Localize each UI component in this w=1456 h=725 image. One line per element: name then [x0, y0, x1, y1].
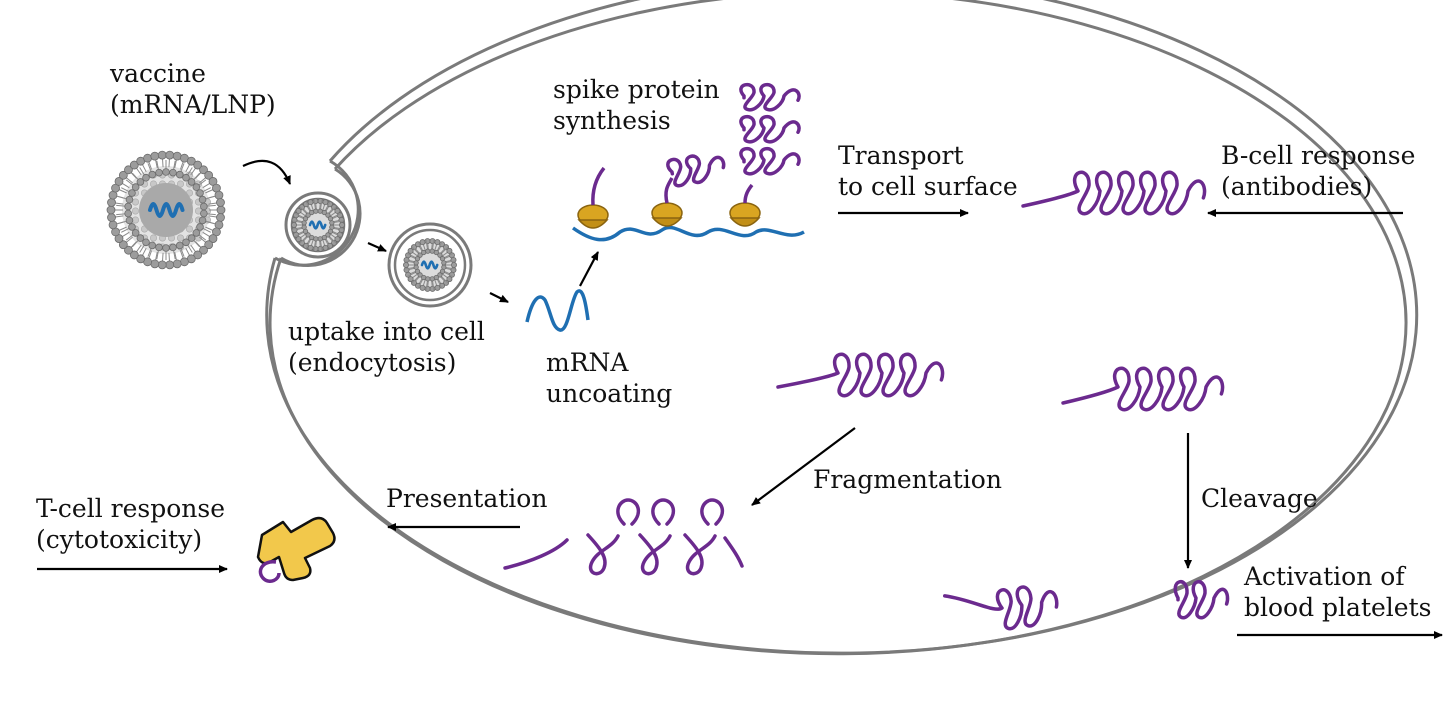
endosome-icon [284, 191, 352, 259]
membrane-spike-protein-icon [943, 585, 1059, 631]
spike-protein-icon [1061, 366, 1225, 412]
label-activation: Activation of blood platelets [1244, 562, 1432, 622]
arrow-endosome-release [489, 292, 509, 303]
polysome-mrna-strand [571, 225, 805, 242]
label-presentation: Presentation [386, 484, 548, 513]
mhc-receptor-icon [256, 516, 336, 583]
nascent-peptide-icon [664, 154, 726, 204]
label-fragmentation: Fragmentation [813, 465, 1002, 494]
endocytosis-pocket [274, 159, 362, 268]
ribosome-icon [651, 202, 683, 227]
ribosome-icon [577, 204, 609, 229]
label-vaccine: vaccine (mRNA/LNP) [110, 59, 276, 119]
ribosome-icon [729, 202, 761, 227]
spike-protein-icon [776, 352, 945, 398]
arrow-lnp-to-cell [242, 159, 292, 185]
label-mrna-uncoating: mRNA uncoating [546, 348, 673, 408]
endosome-icon [387, 222, 473, 308]
cleaved-spike-protein-icon [1173, 580, 1230, 620]
spike-fragments-icon [503, 498, 744, 576]
arrow-fragmentation [751, 427, 856, 506]
label-spike-synthesis: spike protein synthesis [553, 75, 720, 135]
arrow-mrna-to-ribosome [579, 251, 599, 287]
label-transport: Transport to cell surface [838, 141, 1018, 201]
label-bcell-response: B-cell response (antibodies) [1221, 141, 1416, 201]
arrow-endosome-transport [367, 241, 387, 253]
mrna-strand-icon [525, 289, 590, 332]
nascent-peptide-icon [739, 82, 801, 204]
nascent-peptide-icon [591, 166, 606, 206]
label-uptake: uptake into cell (endocytosis) [288, 317, 485, 377]
spike-protein-icon [1021, 170, 1207, 216]
label-tcell-response: T-cell response (cytotoxicity) [36, 494, 225, 554]
lipid-nanoparticle-icon [106, 150, 226, 270]
cell-membrane [265, 0, 1419, 656]
arrows [37, 159, 1443, 639]
label-cleavage: Cleavage [1201, 484, 1318, 513]
